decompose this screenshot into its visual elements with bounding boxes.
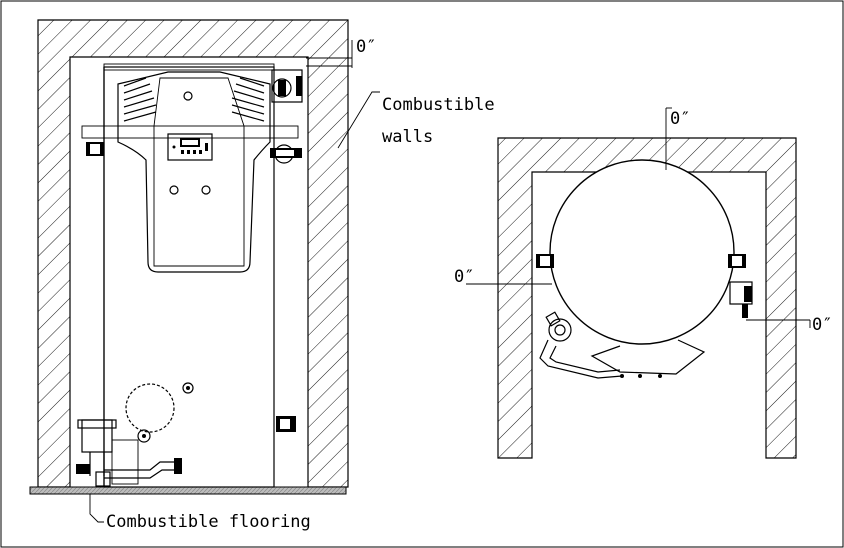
- base-piping: [76, 419, 182, 487]
- plan-wall-hatch: [497, 137, 797, 459]
- vent-grille-right: [231, 77, 265, 122]
- top-clearance-label: 0″: [356, 37, 376, 57]
- vent-grille-left: [123, 77, 157, 122]
- plan-right-clearance-label: 0″: [812, 315, 832, 335]
- plan-view: 0″ 0″ 0″: [454, 107, 832, 459]
- combustible-flooring-label: Combustible flooring: [106, 512, 311, 532]
- combustible-floor: [29, 486, 347, 495]
- plan-top-clearance-label: 0″: [670, 109, 690, 129]
- combustible-walls-label-2: walls: [382, 127, 433, 147]
- boiler-front: [76, 63, 303, 488]
- access-port: [125, 383, 175, 433]
- combustible-walls-label: Combustible: [382, 95, 495, 115]
- relief-valve-fitting: [270, 69, 303, 164]
- control-panel: [167, 133, 213, 161]
- boiler-plan: [536, 159, 753, 379]
- plan-left-clearance-label: 0″: [454, 267, 474, 287]
- front-elevation-view: 0″ Combustible walls Combustible floorin…: [29, 19, 495, 532]
